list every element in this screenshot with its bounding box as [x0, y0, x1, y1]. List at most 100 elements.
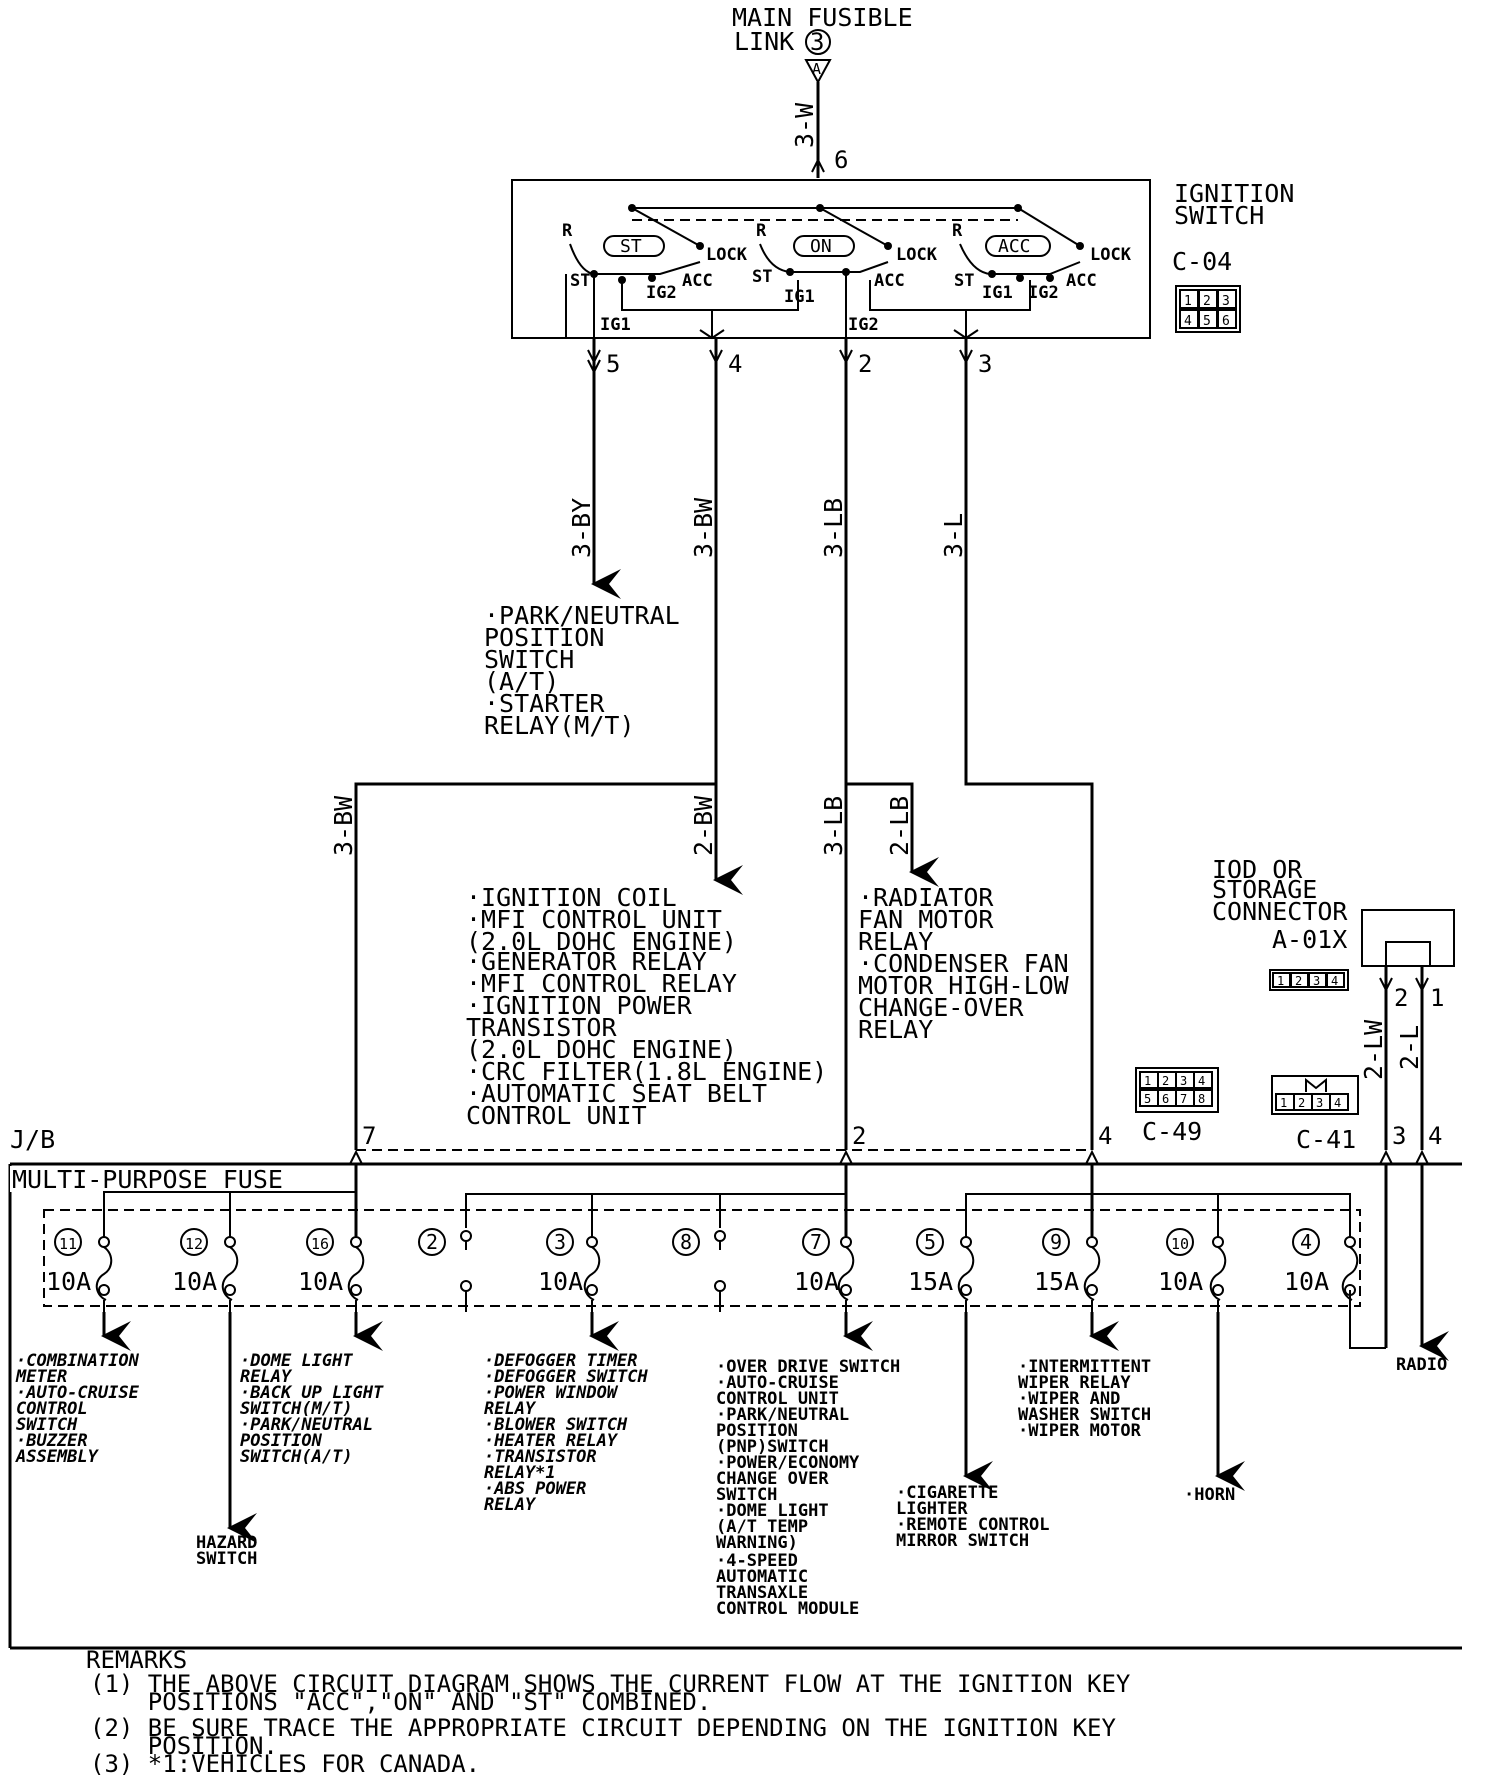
svg-text:FAN MOTOR: FAN MOTOR — [858, 905, 994, 934]
svg-text:3: 3 — [1313, 974, 1320, 988]
svg-text:IG1: IG1 — [982, 283, 1013, 303]
svg-text:6: 6 — [1222, 314, 1230, 329]
svg-text:6: 6 — [1162, 1092, 1169, 1106]
svg-text:SWITCH(M/T): SWITCH(M/T) — [240, 1399, 353, 1419]
fuse-terminal — [1212, 1236, 1224, 1248]
svg-text:R: R — [562, 221, 573, 241]
svg-text:·STARTER: ·STARTER — [484, 689, 605, 718]
output-wiper: ·INTERMITTENT WIPER RELAY ·WIPER AND WAS… — [1018, 1357, 1151, 1441]
wire-label-3l: 3-L — [939, 513, 968, 558]
svg-text:ASSEMBLY: ASSEMBLY — [15, 1447, 100, 1467]
fuse-number: 8 — [680, 1230, 692, 1254]
fuse-number: 16 — [311, 1235, 329, 1253]
svg-text:RADIO: RADIO — [1396, 1355, 1447, 1375]
svg-text:·CRC FILTER(1.8L ENGINE): ·CRC FILTER(1.8L ENGINE) — [466, 1057, 827, 1086]
position-acc — [985, 235, 1051, 257]
svg-text:HAZARD: HAZARD — [196, 1533, 257, 1553]
svg-text:CONTROL UNIT: CONTROL UNIT — [466, 1101, 647, 1130]
svg-text:4: 4 — [1334, 1096, 1341, 1110]
fuse-terminal — [98, 1284, 110, 1296]
connector-c49: 1 2 3 4 5 6 7 8 C-49 — [1135, 1067, 1219, 1146]
fuse-terminal — [714, 1230, 726, 1242]
svg-text:WARNING): WARNING) — [716, 1533, 798, 1553]
svg-text:8: 8 — [1198, 1092, 1205, 1106]
svg-text:TRANSISTOR: TRANSISTOR — [466, 1013, 617, 1042]
jb-pin-2: 2 — [852, 1122, 866, 1150]
svg-text:1: 1 — [1430, 984, 1444, 1012]
fuse-terminal — [960, 1236, 972, 1248]
svg-text:ACC: ACC — [998, 236, 1031, 257]
fusible-link-connector-symbol — [804, 59, 832, 85]
switch-pin-5: 5 — [606, 350, 620, 378]
ignition-switch-box — [511, 179, 1151, 339]
svg-text:2: 2 — [1298, 1096, 1305, 1110]
svg-text:·IGNITION COIL: ·IGNITION COIL — [466, 883, 677, 912]
ignition-switch-title-line-2: SWITCH — [1174, 201, 1264, 230]
svg-text:R: R — [952, 221, 963, 241]
switch-pin-2: 2 — [858, 350, 872, 378]
svg-text:IG1: IG1 — [784, 287, 815, 307]
fuse-terminal — [224, 1284, 236, 1296]
jb-pin-4: 4 — [1098, 1122, 1112, 1150]
svg-text:IOD OR: IOD OR — [1212, 855, 1303, 884]
svg-text:·GENERATOR RELAY: ·GENERATOR RELAY — [466, 947, 707, 976]
starter-load-label: ·PARK/NEUTRAL POSITION SWITCH (A/T) ·STA… — [484, 601, 680, 740]
svg-text:3: 3 — [1316, 1096, 1323, 1110]
remark-2-line-1: (2) BE SURE TRACE THE APPROPRIATE CIRCUI… — [90, 1714, 1116, 1742]
output-dome-light: ·DOME LIGHT RELAY ·BACK UP LIGHT SWITCH(… — [240, 1351, 384, 1467]
svg-text:A-01X: A-01X — [1272, 925, 1347, 954]
fuse-terminal — [714, 1280, 726, 1292]
svg-text:·TRANSISTOR: ·TRANSISTOR — [484, 1447, 597, 1467]
svg-text:2: 2 — [1162, 1074, 1169, 1088]
fuse-rating: 10A — [298, 1267, 343, 1296]
fuse-number: 12 — [185, 1235, 203, 1253]
wire-label-3by: 3-BY — [567, 498, 596, 558]
fuse-terminal — [586, 1236, 598, 1248]
svg-text:·REMOTE CONTROL: ·REMOTE CONTROL — [896, 1515, 1050, 1535]
svg-text:·POWER WINDOW: ·POWER WINDOW — [484, 1383, 619, 1403]
jb-label: J/B — [10, 1125, 55, 1154]
svg-text:SWITCH: SWITCH — [716, 1485, 777, 1505]
fuse-number-circle — [306, 1228, 334, 1256]
remarks: REMARKS (1) THE ABOVE CIRCUIT DIAGRAM SH… — [86, 1646, 1131, 1776]
fuse-number-circle — [802, 1228, 830, 1256]
svg-text:(A/T): (A/T) — [484, 667, 559, 696]
pin-6-marker — [811, 157, 825, 173]
svg-text:SWITCH: SWITCH — [484, 645, 574, 674]
svg-text:RELAY: RELAY — [240, 1367, 293, 1387]
svg-text:POSITION: POSITION — [240, 1431, 323, 1451]
svg-text:ACC: ACC — [682, 271, 713, 291]
wire-label-3w: 3-W — [790, 102, 819, 148]
svg-text:ST: ST — [752, 267, 772, 287]
fuse-terminal — [840, 1236, 852, 1248]
svg-text:RELAY(M/T): RELAY(M/T) — [484, 711, 635, 740]
output-radio: RADIO — [1396, 1355, 1447, 1375]
wire-label-2lw: 2-LW — [1359, 1019, 1388, 1080]
svg-text:(2.0L DOHC ENGINE): (2.0L DOHC ENGINE) — [466, 927, 737, 956]
fuse-rating: 10A — [1284, 1267, 1329, 1296]
remark-2-line-2: POSITION. — [90, 1732, 278, 1760]
fuse-terminal — [586, 1284, 598, 1296]
fuse-number-circle — [916, 1228, 944, 1256]
fuse-rating: 10A — [46, 1267, 91, 1296]
svg-text:STORAGE: STORAGE — [1212, 875, 1317, 904]
svg-text:·BACK UP LIGHT: ·BACK UP LIGHT — [240, 1383, 384, 1403]
svg-text:LOCK: LOCK — [896, 245, 938, 265]
remarks-title: REMARKS — [86, 1646, 187, 1674]
main-fusible-link: MAIN FUSIBLE LINK 3 A 3-W 6 — [732, 3, 913, 178]
wire-3l: 3-L — [939, 338, 1094, 1150]
svg-text:MIRROR SWITCH: MIRROR SWITCH — [896, 1531, 1029, 1551]
svg-text:·PARK/NEUTRAL: ·PARK/NEUTRAL — [240, 1415, 373, 1435]
fuse-rating: 10A — [538, 1267, 583, 1296]
svg-text:SWITCH(A/T): SWITCH(A/T) — [240, 1447, 353, 1467]
switch-pin-3: 3 — [978, 350, 992, 378]
svg-text:CHANGE OVER: CHANGE OVER — [716, 1469, 829, 1489]
svg-text:4: 4 — [1331, 974, 1338, 988]
svg-text:·MFI CONTROL UNIT: ·MFI CONTROL UNIT — [466, 905, 722, 934]
svg-text:2: 2 — [1295, 974, 1302, 988]
fuse-terminal — [1344, 1236, 1356, 1248]
svg-text:·HEATER RELAY: ·HEATER RELAY — [484, 1431, 619, 1451]
fuse-terminal — [460, 1230, 472, 1242]
